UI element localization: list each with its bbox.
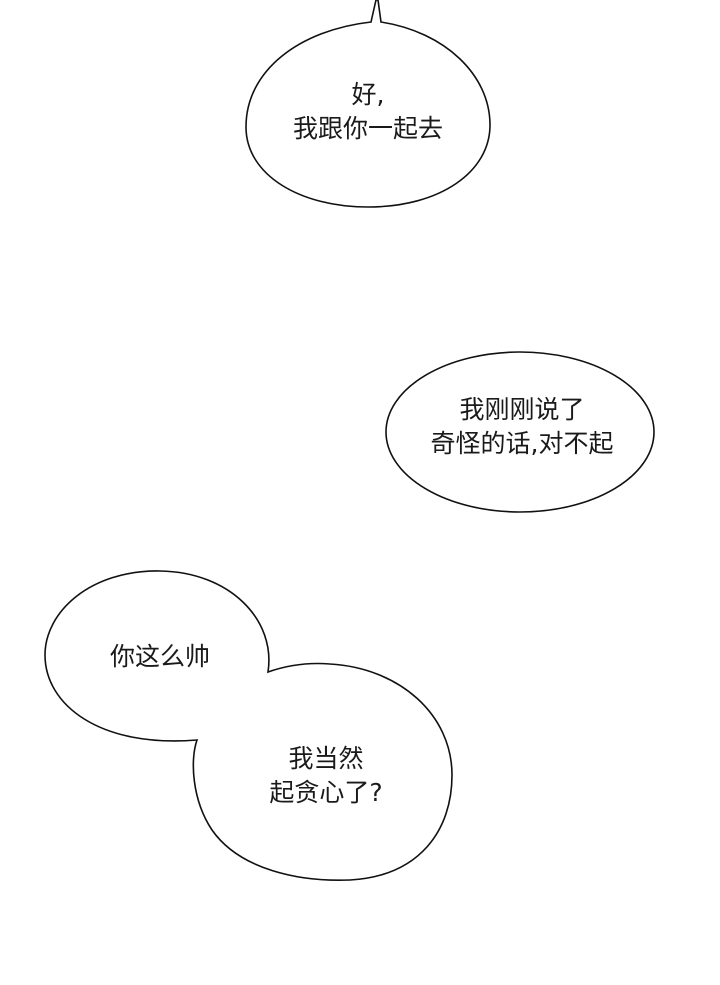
- bubble-2-line-1: 我刚刚说了: [459, 395, 585, 424]
- bubble-3b-text: 我当然 起贪心了?: [269, 742, 382, 810]
- bubble-2-text: 我刚刚说了 奇怪的话,对不起: [431, 393, 614, 461]
- bubble-1-outline: [245, 0, 491, 208]
- speech-bubble-1: [245, 0, 491, 208]
- bubble-3-outline: [44, 570, 453, 882]
- bubble-1-line-1: 好,: [351, 80, 385, 109]
- speech-bubble-3: [44, 570, 453, 882]
- bubble-2-line-2: 奇怪的话,对不起: [430, 429, 614, 458]
- bubble-1-text: 好, 我跟你一起去: [293, 78, 443, 146]
- bubble-3b-line-2: 起贪心了?: [269, 778, 383, 807]
- bubble-3b-line-1: 我当然: [288, 744, 364, 773]
- bubble-2-outline: [385, 351, 655, 513]
- bubble-3a-line-1: 你这么帅: [109, 642, 211, 671]
- speech-bubble-2: [385, 351, 655, 513]
- bubble-3a-text: 你这么帅: [110, 640, 210, 674]
- bubble-1-line-2: 我跟你一起去: [292, 114, 444, 143]
